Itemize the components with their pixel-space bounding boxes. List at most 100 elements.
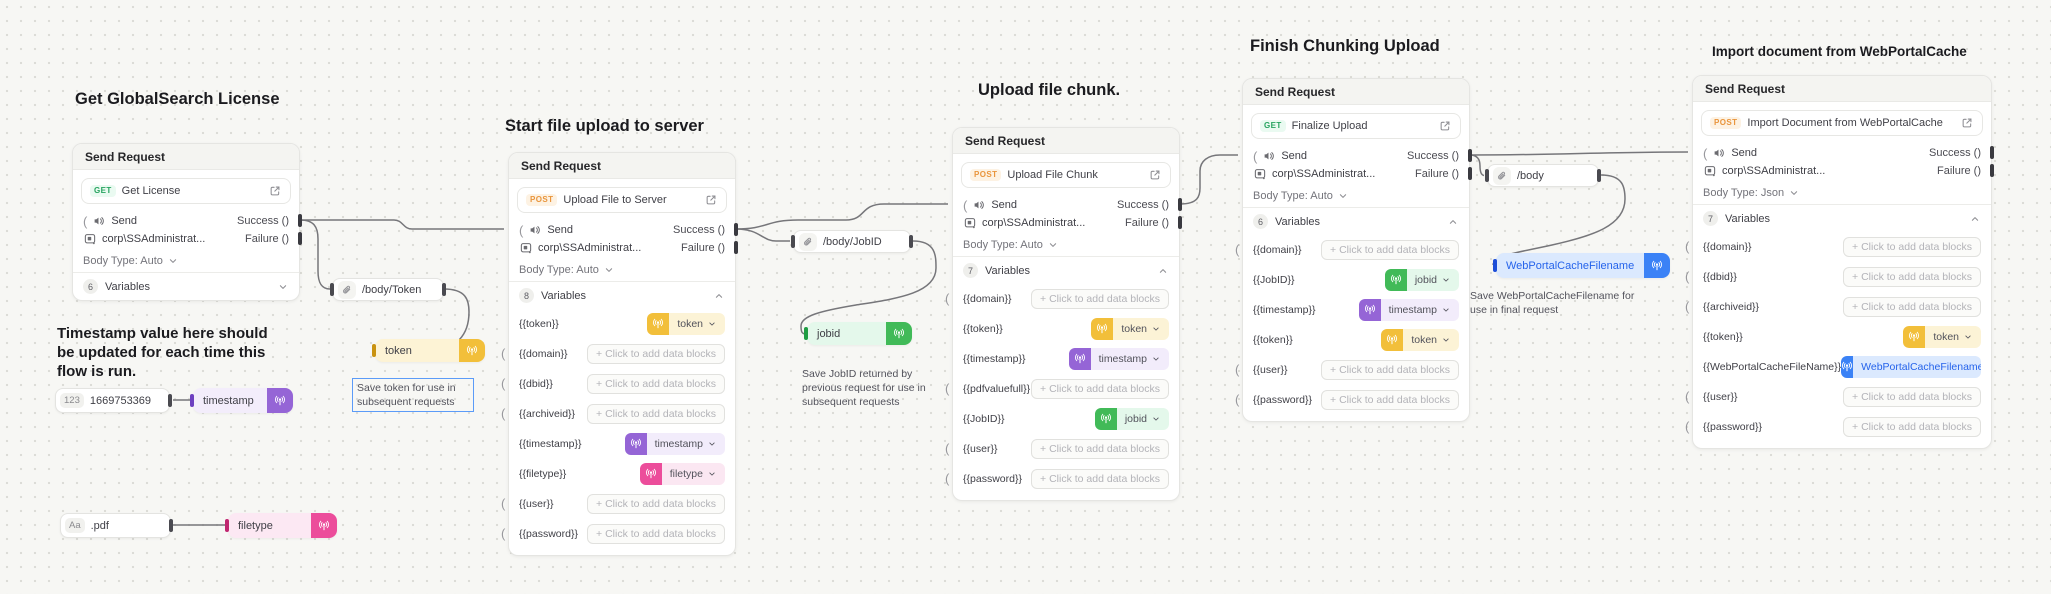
add-data-blocks-button[interactable]: + Click to add data blocks	[587, 524, 725, 544]
input-port[interactable]: (	[1685, 419, 1690, 434]
data-block-chip[interactable]: timestamp	[1068, 348, 1169, 370]
input-port[interactable]: (	[1685, 299, 1690, 314]
add-data-blocks-button[interactable]: + Click to add data blocks	[1321, 360, 1459, 380]
send-request-node-upload-file[interactable]: Send Request POST Upload File to Server …	[501, 152, 738, 556]
success-port[interactable]	[1178, 198, 1182, 211]
input-port[interactable]: (	[519, 222, 524, 238]
number-value[interactable]: 1669753369	[89, 394, 152, 407]
data-block-chip[interactable]: jobid	[1384, 269, 1459, 291]
input-port[interactable]: (	[501, 376, 506, 391]
path-node-body-jobid[interactable]: /body/JobID	[791, 230, 913, 253]
add-data-blocks-button[interactable]: + Click to add data blocks	[1031, 469, 1169, 489]
send-request-node-finalize-upload[interactable]: Send Request GET Finalize Upload ( Send …	[1235, 78, 1472, 422]
add-data-blocks-button[interactable]: + Click to add data blocks	[1031, 289, 1169, 309]
request-row[interactable]: GET Finalize Upload	[1251, 113, 1461, 139]
input-port[interactable]	[1493, 259, 1497, 272]
token-note[interactable]: Save token for use in subsequent request…	[352, 378, 474, 413]
input-port[interactable]	[190, 394, 194, 407]
webportalcachefilename-broadcast-node[interactable]: WebPortalCacheFilename	[1493, 253, 1671, 278]
variables-toggle[interactable]: 6 Variables	[1243, 207, 1469, 235]
input-port[interactable]: (	[501, 526, 506, 541]
send-request-node-import-document[interactable]: Send Request POST Import Document from W…	[1685, 75, 1994, 449]
external-link-icon[interactable]	[1438, 119, 1452, 133]
external-link-icon[interactable]	[1148, 168, 1162, 182]
input-port[interactable]	[1485, 169, 1489, 182]
success-port[interactable]	[734, 223, 738, 236]
external-link-icon[interactable]	[268, 184, 282, 198]
wpcf-note[interactable]: Save WebPortalCacheFilename for use in f…	[1470, 290, 1635, 317]
input-port[interactable]: (	[1685, 269, 1690, 284]
request-row[interactable]: GET Get License	[81, 178, 291, 204]
request-row[interactable]: POST Upload File to Server	[517, 187, 727, 213]
input-port[interactable]: (	[1235, 242, 1240, 257]
output-port[interactable]	[169, 519, 173, 532]
data-block-chip[interactable]: jobid	[1094, 408, 1169, 430]
input-port[interactable]: (	[501, 496, 506, 511]
output-port[interactable]	[1597, 169, 1601, 182]
input-port[interactable]: (	[945, 381, 950, 396]
input-port[interactable]	[791, 235, 795, 248]
add-data-blocks-button[interactable]: + Click to add data blocks	[1843, 237, 1981, 257]
body-type-select[interactable]: Body Type: Auto	[953, 234, 1179, 256]
external-link-icon[interactable]	[1960, 116, 1974, 130]
input-port[interactable]	[804, 327, 808, 340]
body-type-select[interactable]: Body Type: Auto	[1243, 185, 1469, 207]
token-broadcast-node[interactable]: token	[372, 339, 485, 362]
jobid-broadcast-node[interactable]: jobid	[804, 322, 912, 345]
path-node-body-token[interactable]: /body/Token	[330, 278, 446, 301]
request-row[interactable]: POST Import Document from WebPortalCache	[1701, 110, 1983, 136]
send-request-node-upload-chunk[interactable]: Send Request POST Upload File Chunk ( Se…	[945, 127, 1182, 501]
input-port[interactable]: (	[1685, 389, 1690, 404]
variables-toggle[interactable]: 7 Variables	[1693, 204, 1991, 232]
number-value-node[interactable]: 123 1669753369	[55, 388, 172, 413]
add-data-blocks-button[interactable]: + Click to add data blocks	[1321, 240, 1459, 260]
data-block-chip[interactable]: timestamp	[1358, 299, 1459, 321]
data-block-chip[interactable]: timestamp	[624, 433, 725, 455]
add-data-blocks-button[interactable]: + Click to add data blocks	[587, 344, 725, 364]
input-port[interactable]	[330, 283, 334, 296]
input-port[interactable]	[225, 519, 229, 532]
data-block-chip[interactable]: token	[1381, 329, 1459, 351]
data-block-chip[interactable]: WebPortalCacheFilename	[1841, 356, 1981, 378]
jobid-note[interactable]: Save JobID returned by previous request …	[802, 368, 926, 409]
add-data-blocks-button[interactable]: + Click to add data blocks	[1031, 379, 1169, 399]
timestamp-note[interactable]: Timestamp value here should be updated f…	[57, 325, 268, 380]
data-block-chip[interactable]: filetype	[639, 463, 725, 485]
body-type-select[interactable]: Body Type: Auto	[73, 250, 299, 272]
input-port[interactable]: (	[1235, 362, 1240, 377]
body-type-select[interactable]: Body Type: Json	[1693, 182, 1991, 204]
add-data-blocks-button[interactable]: + Click to add data blocks	[1031, 439, 1169, 459]
output-port[interactable]	[168, 394, 172, 407]
add-data-blocks-button[interactable]: + Click to add data blocks	[587, 374, 725, 394]
text-value-node[interactable]: Aa .pdf	[60, 513, 173, 538]
output-port[interactable]	[442, 283, 446, 296]
input-port[interactable]: (	[1703, 145, 1708, 161]
input-port[interactable]: (	[945, 441, 950, 456]
input-port[interactable]: (	[1685, 239, 1690, 254]
add-data-blocks-button[interactable]: + Click to add data blocks	[587, 494, 725, 514]
add-data-blocks-button[interactable]: + Click to add data blocks	[1843, 297, 1981, 317]
add-data-blocks-button[interactable]: + Click to add data blocks	[587, 404, 725, 424]
success-port[interactable]	[298, 214, 302, 227]
add-data-blocks-button[interactable]: + Click to add data blocks	[1843, 417, 1981, 437]
body-type-select[interactable]: Body Type: Auto	[509, 259, 735, 281]
text-value[interactable]: .pdf	[90, 519, 109, 532]
failure-port[interactable]	[1468, 167, 1472, 180]
timestamp-broadcast-node[interactable]: timestamp	[190, 388, 293, 413]
send-request-node-get-license[interactable]: Send Request GET Get License ( Send Succ…	[72, 143, 302, 301]
failure-port[interactable]	[1990, 164, 1994, 177]
external-link-icon[interactable]	[704, 193, 718, 207]
add-data-blocks-button[interactable]: + Click to add data blocks	[1843, 387, 1981, 407]
output-port[interactable]	[909, 235, 913, 248]
variables-toggle[interactable]: 8 Variables	[509, 281, 735, 309]
data-block-chip[interactable]: token	[1903, 326, 1981, 348]
filetype-broadcast-node[interactable]: filetype	[225, 513, 337, 538]
input-port[interactable]: (	[963, 197, 968, 213]
request-row[interactable]: POST Upload File Chunk	[961, 162, 1171, 188]
input-port[interactable]: (	[501, 406, 506, 421]
input-port[interactable]	[372, 344, 376, 357]
failure-port[interactable]	[1178, 216, 1182, 229]
add-data-blocks-button[interactable]: + Click to add data blocks	[1321, 390, 1459, 410]
input-port[interactable]: (	[945, 291, 950, 306]
variables-toggle[interactable]: 7 Variables	[953, 256, 1179, 284]
